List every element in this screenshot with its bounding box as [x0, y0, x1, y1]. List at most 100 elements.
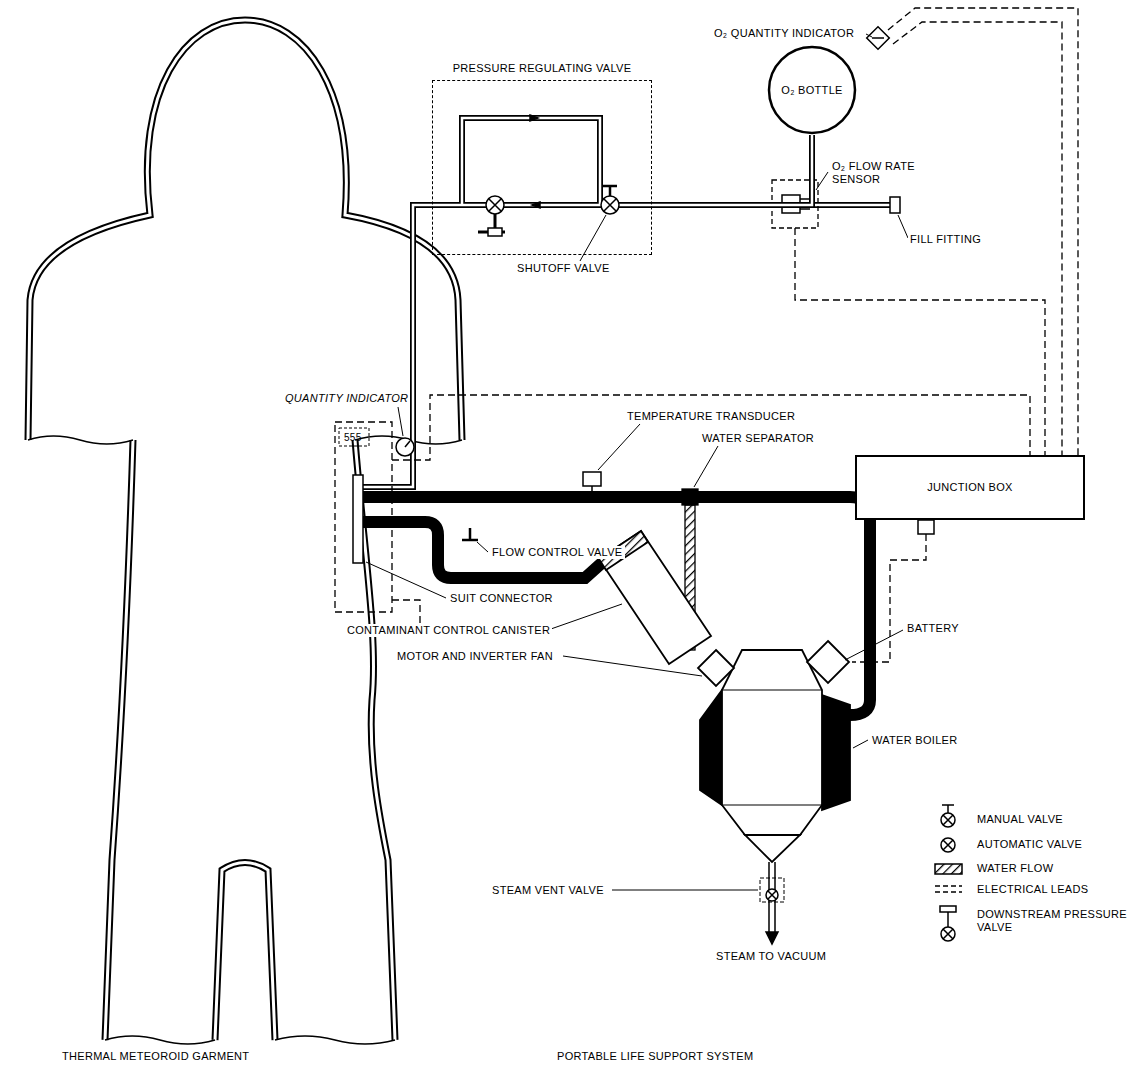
junction-connector [918, 520, 934, 534]
suit-gauge [339, 428, 369, 446]
part-label: FLOW CONTROL VALVE [490, 546, 625, 559]
regulator-valves [478, 115, 619, 236]
water-boiler [722, 690, 822, 805]
water-boiler [722, 650, 822, 835]
part-label: MOTOR AND INVERTER FAN [395, 650, 555, 663]
regulator-valves [486, 196, 504, 214]
part-label: BATTERY [905, 622, 961, 635]
suit-outline [28, 20, 462, 1040]
oxygen-bottle: O₂ BOTTLE [767, 45, 857, 135]
suit-outline [28, 20, 462, 1040]
electrical-leads [852, 534, 926, 662]
oxygen-supply-line [652, 135, 812, 205]
node-text: JUNCTION BOX [927, 481, 1013, 494]
steam-vent [760, 862, 784, 944]
electrical-leads [392, 395, 1030, 460]
legend-symbols [935, 864, 962, 874]
part-label: WATER BOILER [870, 734, 960, 747]
flow-control-valve [462, 528, 478, 540]
part-label: SUIT CONNECTOR [448, 592, 555, 605]
part-label: WATER SEPARATOR [700, 432, 816, 445]
junction-connector [918, 520, 934, 534]
legend-symbols [942, 805, 954, 825]
oxygen-pipe [363, 118, 890, 487]
legend-text: DOWNSTREAM PRESSURE VALVE [975, 908, 1129, 934]
regulator-valves [489, 199, 501, 211]
temperature-transducer [583, 472, 601, 491]
legend-text: ELECTRICAL LEADS [975, 883, 1129, 896]
electrical-leads [893, 22, 1062, 455]
part-label: QUANTITY INDICATOR [283, 392, 410, 405]
leader-lines [853, 740, 868, 748]
part-label: O₂ QUANTITY INDICATOR [712, 27, 856, 40]
electrical-leads [335, 8, 1078, 662]
oxygen-pipe [363, 118, 890, 487]
leader-lines [866, 34, 872, 37]
part-label: SHUTOFF VALVE [515, 262, 612, 275]
node-text: O₂ BOTTLE [781, 84, 842, 97]
legend-symbols [940, 906, 956, 912]
temperature-transducer [583, 472, 601, 486]
part-label: STEAM TO VACUUM [714, 950, 828, 963]
part-label: TEMPERATURE TRANSDUCER [625, 410, 797, 423]
node-text: PRESSURE REGULATING VALVE [413, 62, 671, 75]
steam-vent [768, 891, 776, 899]
legend-symbols [943, 929, 953, 939]
suit-outline [28, 20, 462, 1044]
legend-symbols [947, 912, 949, 927]
leader-lines [898, 215, 908, 238]
fan-and-battery [807, 641, 849, 683]
electrical-leads [795, 228, 1045, 455]
quantity-indicator-o2 [867, 27, 890, 50]
leader-lines [845, 630, 903, 660]
fan-and-battery [698, 641, 849, 686]
legend-symbols [935, 805, 962, 941]
junction-box: JUNCTION BOX [855, 455, 1085, 520]
legend-symbols [943, 840, 953, 850]
fan-and-battery [698, 650, 734, 686]
regulator-valves [601, 196, 619, 214]
leader-lines [563, 656, 702, 676]
oxygen-supply-line [652, 135, 812, 205]
legend-symbols [935, 886, 962, 892]
water-separator [682, 489, 698, 505]
legend-symbols [941, 927, 955, 941]
leader-lines [694, 446, 718, 487]
quantity-indicator-o2 [867, 27, 890, 50]
oxygen-supply-line [652, 135, 812, 205]
part-label: PORTABLE LIFE SUPPORT SYSTEM [555, 1050, 755, 1063]
leader-lines [398, 407, 403, 436]
regulator-box: PRESSURE REGULATING VALVE [432, 80, 652, 255]
leader-lines [612, 890, 758, 891]
part-label: 555 [342, 431, 364, 444]
quantity-indicator-o2 [872, 37, 884, 39]
electrical-leads [888, 8, 1078, 455]
part-label: FILL FITTING [908, 233, 983, 246]
leader-lines [366, 562, 446, 598]
suit-connector [353, 475, 363, 563]
suit-gauge [396, 438, 414, 456]
legend-symbols [941, 838, 955, 852]
suit-connector [353, 475, 363, 563]
bottle-outline [769, 47, 855, 133]
part-label: STEAM VENT VALVE [490, 884, 606, 897]
fill-fitting [890, 197, 900, 213]
node-body: O₂ BOTTLE [767, 45, 857, 135]
oxygen-pipe [363, 118, 890, 487]
flow-control-valve [462, 528, 478, 540]
fill-fitting [890, 197, 900, 213]
leader-lines [816, 172, 828, 190]
water-boiler [700, 690, 722, 805]
node-body [433, 81, 651, 254]
steam-vent [766, 932, 778, 944]
steam-vent [760, 878, 784, 902]
water-boiler [822, 695, 850, 810]
regulator-valves [603, 186, 617, 196]
leader-lines [548, 604, 622, 630]
part-label: THERMAL METEOROID GARMENT [60, 1050, 251, 1063]
leader-lines [366, 34, 908, 890]
leader-lines [477, 542, 488, 552]
